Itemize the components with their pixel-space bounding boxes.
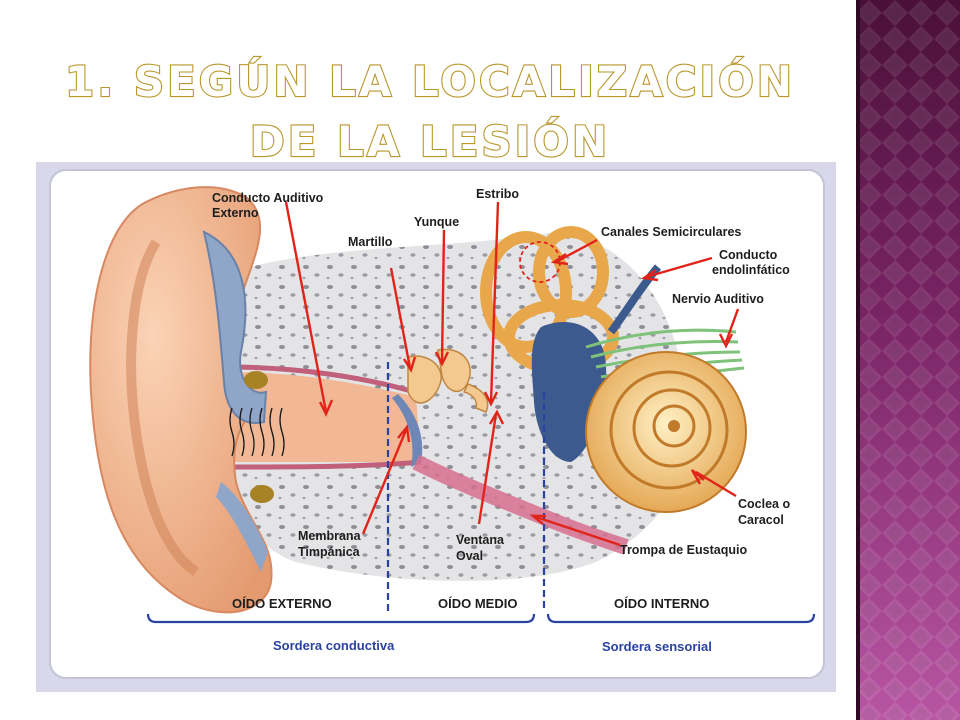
label-coclea-line1: Coclea o — [738, 497, 790, 511]
label-membrana-timpanica-line2: Timpánica — [298, 545, 361, 559]
cartilage — [202, 230, 268, 424]
label-nervio-auditivo: Nervio Auditivo — [672, 292, 764, 306]
label-conducto-endolinfatico-line1: Conducto — [719, 248, 778, 262]
label-conducto-auditivo-line1: Conducto Auditivo — [212, 191, 324, 205]
section-oido-medio: OÍDO MEDIO — [438, 596, 517, 611]
section-oido-interno: OÍDO INTERNO — [614, 596, 709, 611]
label-yunque: Yunque — [414, 215, 459, 229]
label-ventana-oval-line1: Ventana — [456, 533, 505, 547]
malleus — [407, 355, 442, 404]
label-coclea-line2: Caracol — [738, 513, 784, 527]
bracket-sordera-sensorial — [546, 613, 816, 624]
label-ventana-oval-line2: Oval — [456, 549, 483, 563]
label-conducto-auditivo-line2: Externo — [212, 206, 259, 220]
bracket-sordera-conductiva — [146, 613, 536, 624]
label-conducto-endolinfatico-line2: endolinfático — [712, 263, 790, 277]
incus — [437, 348, 471, 393]
slide-title: 1. Según la localización de la lesión — [64, 56, 795, 167]
label-sordera-sensorial: Sordera sensorial — [602, 639, 712, 654]
ear-canal — [226, 372, 421, 462]
semicircular-canals — [480, 226, 619, 375]
label-sordera-conductiva: Sordera conductiva — [273, 638, 395, 653]
temporal-bone — [204, 232, 689, 581]
tympanic-membrane — [392, 394, 423, 467]
stapes — [462, 383, 489, 413]
label-trompa-eustaquio: Trompa de Eustaquio — [620, 543, 747, 557]
decorative-side-band — [856, 0, 960, 720]
ear-anatomy-diagram: Conducto Auditivo Externo Estribo Yunque… — [36, 162, 836, 692]
label-canales-semicirculares: Canales Semicirculares — [601, 225, 741, 239]
section-oido-externo: OÍDO EXTERNO — [232, 596, 332, 611]
label-estribo: Estribo — [476, 187, 519, 201]
label-membrana-timpanica-line1: Membrana — [298, 529, 362, 543]
label-martillo: Martillo — [348, 235, 393, 249]
